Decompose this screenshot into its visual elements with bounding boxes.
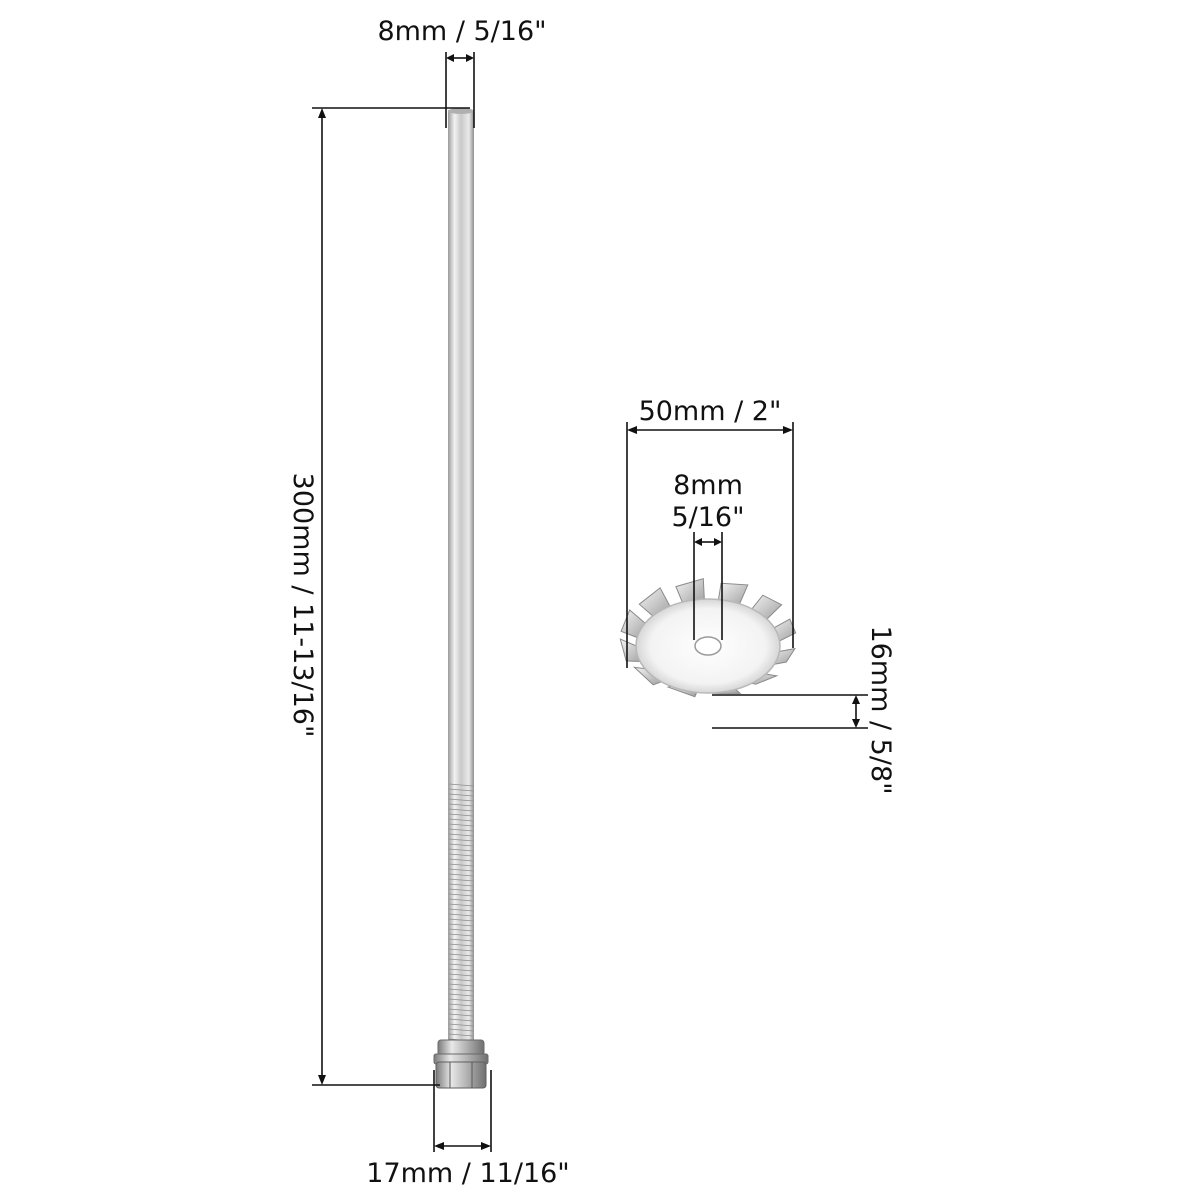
shaft-top-end [448,108,474,114]
blade-height-dimension: 16mm / 5/8" [712,625,896,795]
shaft-diameter-dimension: 8mm / 5/16" [377,16,547,128]
shaft-diameter-label: 8mm / 5/16" [377,16,546,47]
impeller-bore-dimension: 8mm 5/16" [671,470,745,640]
stirring-shaft [433,108,489,1089]
impeller-bore-label-line2: 5/16" [671,502,744,533]
impeller-bore-label-line1: 8mm [673,470,743,501]
nut-width-label: 17mm / 11/16" [366,1158,569,1189]
shaft-length-dimension: 300mm / 11-13/16" [287,107,470,1086]
impeller-disc [619,578,797,698]
shaft-length-label: 300mm / 11-13/16" [287,473,318,738]
impeller-diameter-dimension: 50mm / 2" [626,396,794,668]
impeller-bore [694,636,722,656]
impeller-diameter-label: 50mm / 2" [639,396,782,427]
blade-height-label: 16mm / 5/8" [865,625,896,794]
nut-width-dimension: 17mm / 11/16" [366,1070,570,1189]
shaft-thread [448,780,474,1045]
shaft-nut [433,1039,489,1089]
